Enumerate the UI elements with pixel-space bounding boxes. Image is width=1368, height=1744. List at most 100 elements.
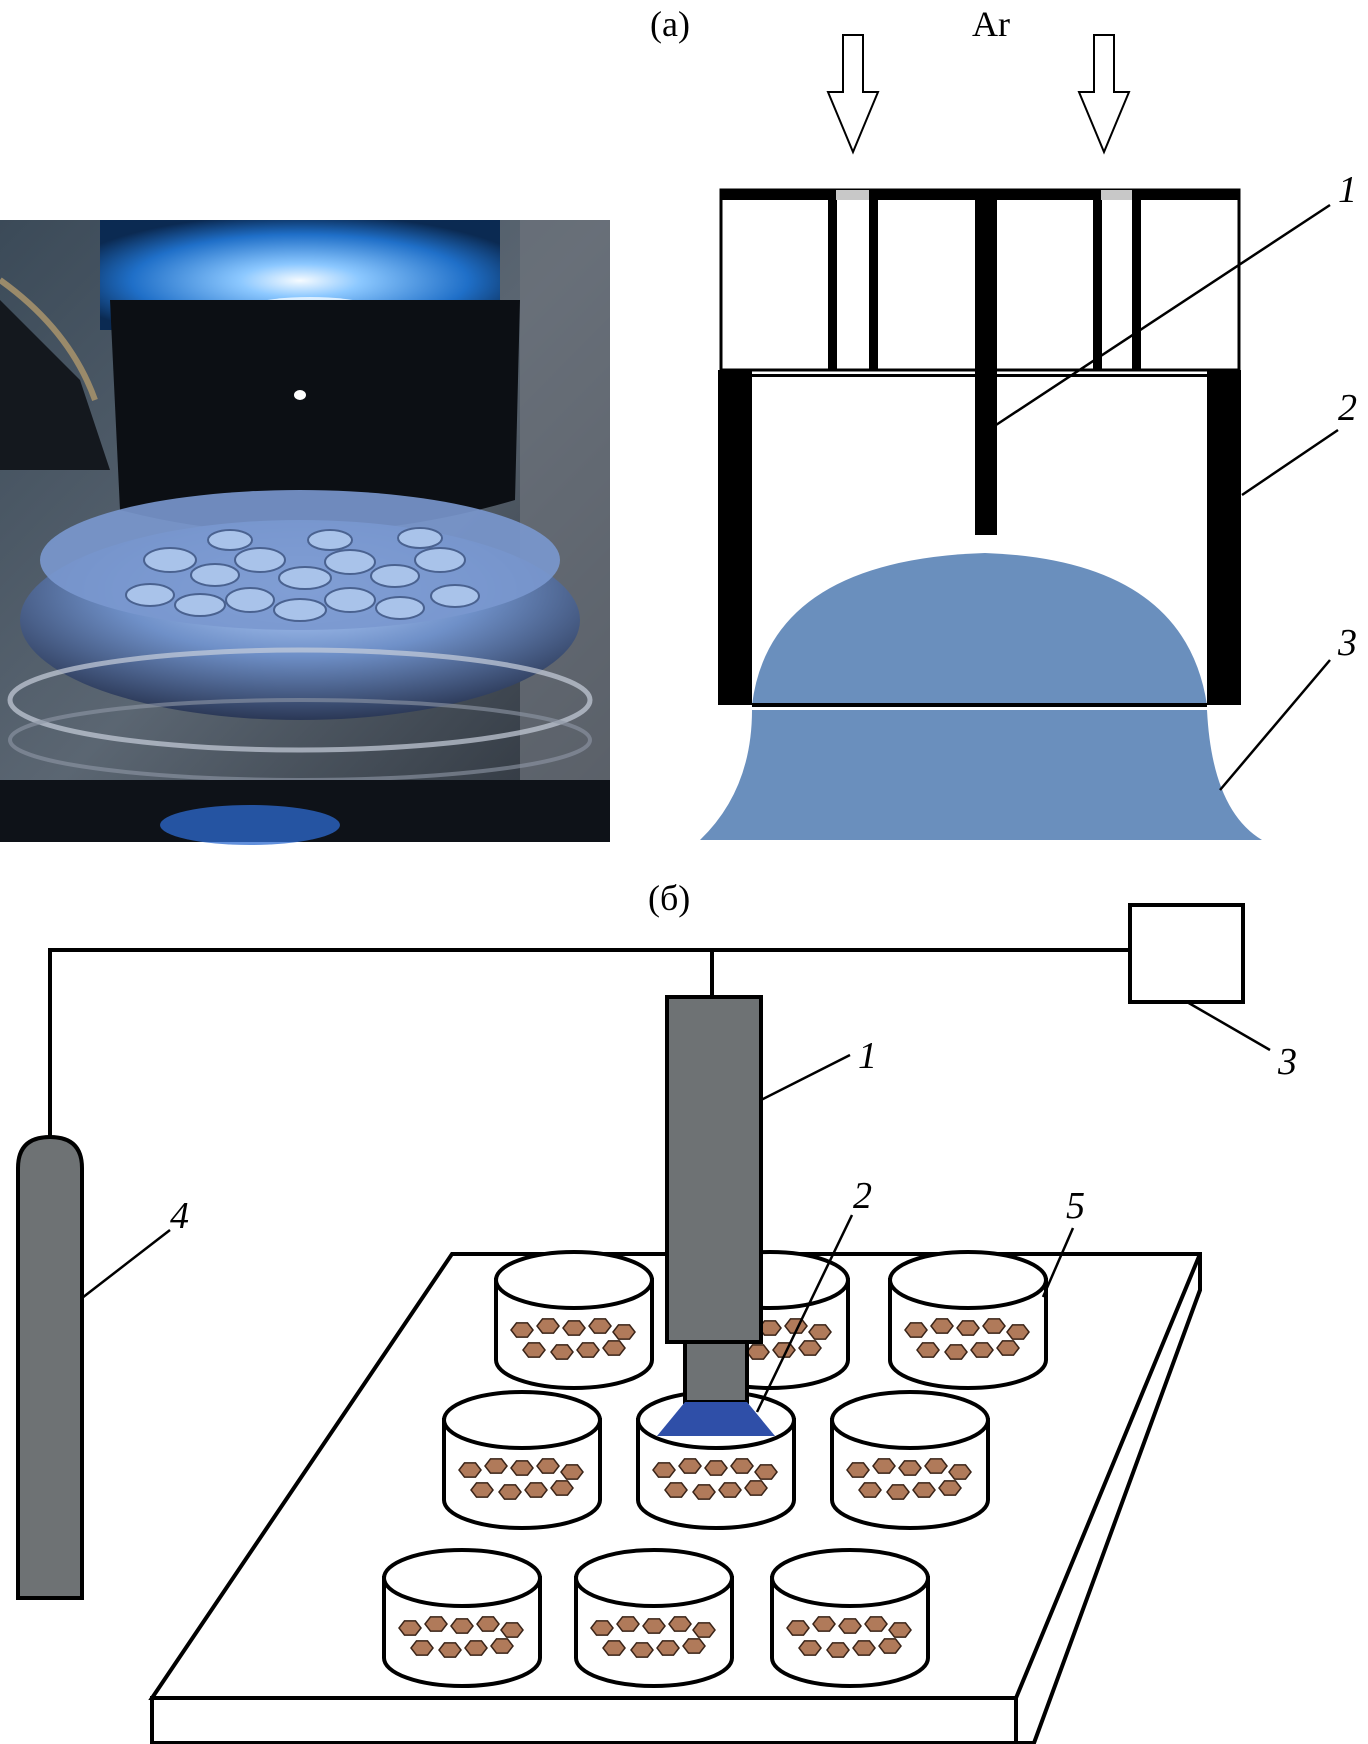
- seed: [630, 1642, 654, 1658]
- seed: [864, 1616, 888, 1632]
- panel-a-caption: (а): [650, 4, 690, 44]
- seed: [642, 1618, 666, 1634]
- seed: [562, 1320, 586, 1336]
- seed: [904, 1322, 928, 1338]
- seed: [930, 1318, 954, 1334]
- petri-dish: [574, 1548, 734, 1688]
- plasma-jet: [657, 1402, 775, 1436]
- seed: [1006, 1324, 1030, 1340]
- seed: [550, 1480, 574, 1496]
- seed: [912, 1482, 936, 1498]
- seed: [602, 1640, 626, 1656]
- petri-dish: [888, 1250, 1048, 1390]
- seed: [852, 1640, 876, 1656]
- arrow-down-icon: [1077, 34, 1131, 155]
- seed: [956, 1320, 980, 1336]
- callout-b-3: 3: [1277, 1041, 1297, 1083]
- seed: [678, 1458, 702, 1474]
- seed: [616, 1616, 640, 1632]
- seed: [924, 1458, 948, 1474]
- seed: [938, 1480, 962, 1496]
- seed: [664, 1482, 688, 1498]
- seed: [398, 1620, 422, 1636]
- seed: [682, 1638, 706, 1654]
- seed: [410, 1640, 434, 1656]
- petri-dish: [382, 1548, 542, 1688]
- petri-dish: [442, 1390, 602, 1530]
- callout-a-1: 1: [1338, 169, 1357, 211]
- callout-b-4: 4: [170, 1195, 189, 1237]
- seed: [898, 1460, 922, 1476]
- seed: [858, 1482, 882, 1498]
- seed: [602, 1340, 626, 1356]
- gas-flow-arrows: [826, 34, 1131, 155]
- seed: [808, 1324, 832, 1340]
- callout-a-2: 2: [1338, 387, 1357, 429]
- gas-cylinder: [16, 1134, 84, 1600]
- seed: [826, 1642, 850, 1658]
- panel-b-caption: (б): [648, 878, 690, 918]
- seed: [872, 1458, 896, 1474]
- argon-label: Ar: [972, 4, 1010, 44]
- seed: [948, 1464, 972, 1480]
- seed: [576, 1342, 600, 1358]
- seed: [510, 1460, 534, 1476]
- callout-a-3: 3: [1337, 622, 1357, 664]
- seed: [878, 1638, 902, 1654]
- seed: [812, 1616, 836, 1632]
- seed: [916, 1342, 940, 1358]
- seed: [484, 1458, 508, 1474]
- power-supply: [1128, 903, 1245, 1004]
- seed: [588, 1318, 612, 1334]
- seed: [692, 1622, 716, 1638]
- seed: [704, 1460, 728, 1476]
- seed: [476, 1616, 500, 1632]
- seed: [744, 1480, 768, 1496]
- seed: [536, 1458, 560, 1474]
- callout-b-5: 5: [1066, 1185, 1085, 1227]
- petri-dish: [830, 1390, 990, 1530]
- seed: [424, 1616, 448, 1632]
- panel-b-leaders: [81, 1000, 1271, 1413]
- seed: [786, 1620, 810, 1636]
- seed: [590, 1620, 614, 1636]
- petri-dishes: [382, 1250, 1048, 1688]
- seed: [656, 1640, 680, 1656]
- callout-b-2: 2: [853, 1175, 872, 1217]
- seed: [692, 1484, 716, 1500]
- seed: [536, 1318, 560, 1334]
- seed: [838, 1618, 862, 1634]
- seed: [510, 1322, 534, 1338]
- petri-dish: [770, 1548, 930, 1688]
- seed: [500, 1622, 524, 1638]
- seed: [982, 1318, 1006, 1334]
- seed: [718, 1482, 742, 1498]
- plasma-device: [657, 995, 775, 1436]
- plasma-device-photo: [0, 220, 610, 845]
- seed: [668, 1616, 692, 1632]
- plasma-discharge: [752, 553, 1207, 705]
- callout-b-1: 1: [858, 1035, 877, 1077]
- seed: [730, 1458, 754, 1474]
- seed: [522, 1342, 546, 1358]
- seed: [550, 1344, 574, 1360]
- seed: [886, 1484, 910, 1500]
- seed: [458, 1462, 482, 1478]
- seed: [470, 1482, 494, 1498]
- petri-dish: [494, 1250, 654, 1390]
- seed: [888, 1622, 912, 1638]
- seed: [612, 1324, 636, 1340]
- seed: [754, 1464, 778, 1480]
- plasma-torch-schematic: [700, 188, 1262, 840]
- seed: [970, 1342, 994, 1358]
- seed: [652, 1462, 676, 1478]
- seed: [944, 1344, 968, 1360]
- seed: [438, 1642, 462, 1658]
- seed: [560, 1464, 584, 1480]
- gas-line: [48, 948, 1130, 1140]
- plasma-jet: [700, 710, 1262, 840]
- seed: [798, 1640, 822, 1656]
- seed: [498, 1484, 522, 1500]
- seed: [798, 1340, 822, 1356]
